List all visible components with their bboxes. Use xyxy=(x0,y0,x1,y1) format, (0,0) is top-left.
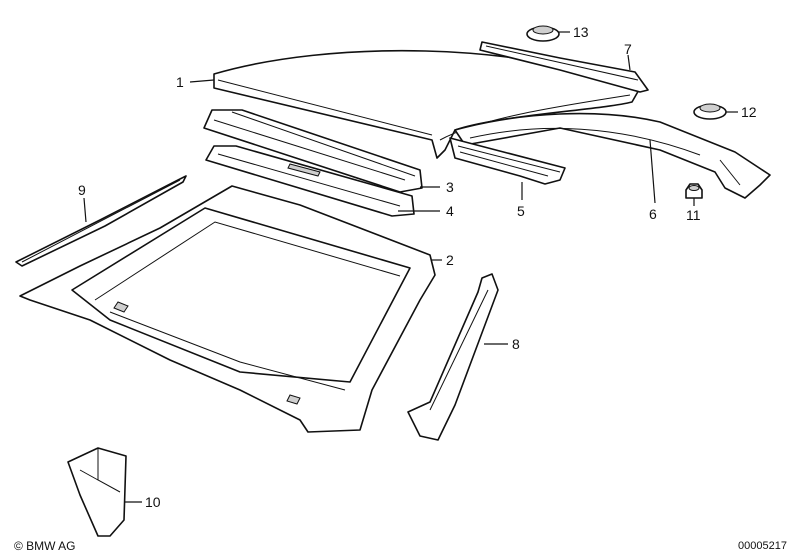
part-12-grommet xyxy=(693,103,727,120)
part-8-pillar-trim xyxy=(407,273,499,441)
callout-8: 8 xyxy=(512,336,520,352)
callout-7: 7 xyxy=(624,41,632,57)
callout-1: 1 xyxy=(176,74,184,90)
copyright-text: © BMW AG xyxy=(14,539,76,553)
part-10-bracket xyxy=(67,447,127,537)
callout-11: 11 xyxy=(686,207,701,223)
part-11-nut xyxy=(685,183,703,199)
leader-9 xyxy=(83,197,87,223)
part-9-side-strip xyxy=(15,175,187,267)
part-3-roof-reinforcement xyxy=(203,109,423,193)
callout-9: 9 xyxy=(78,182,86,198)
leader-7 xyxy=(627,54,631,71)
part-7-roof-strip xyxy=(479,41,649,93)
callout-10: 10 xyxy=(145,494,161,510)
leader-1 xyxy=(189,79,215,83)
part-2-roof-frame xyxy=(19,185,436,433)
callout-5: 5 xyxy=(517,203,525,219)
callout-3: 3 xyxy=(446,179,454,195)
drawing-number: 00005217 xyxy=(738,540,787,552)
callout-4: 4 xyxy=(446,203,454,219)
part-5-guide-rail xyxy=(449,137,566,185)
callout-13: 13 xyxy=(573,24,589,40)
part-6-roof-frame-side xyxy=(454,112,771,199)
part-4-roof-bow xyxy=(205,145,415,217)
callout-6: 6 xyxy=(649,206,657,222)
callout-12: 12 xyxy=(741,104,757,120)
leader-6 xyxy=(649,139,656,204)
callout-2: 2 xyxy=(446,252,454,268)
part-13-grommet xyxy=(526,25,560,42)
